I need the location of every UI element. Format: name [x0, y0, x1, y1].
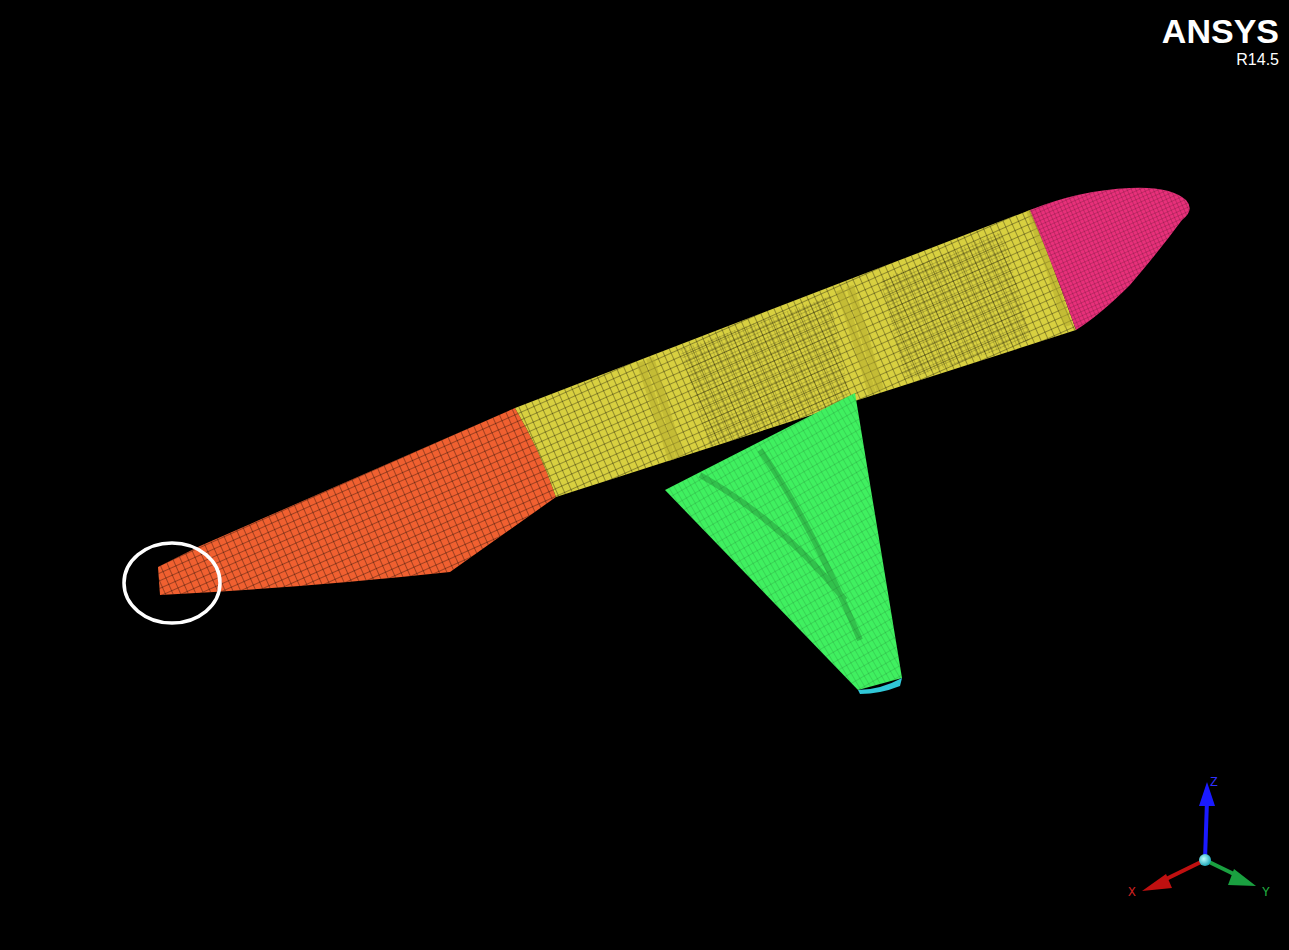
axis-label: X [1128, 886, 1136, 899]
fuselage [158, 188, 1190, 595]
axis-label: Z [1210, 776, 1218, 789]
brand-logo: ANSYS [1162, 14, 1279, 48]
axis-label: Y [1262, 886, 1270, 899]
wing [665, 393, 902, 694]
version-label: R14.5 [1236, 52, 1279, 68]
axis-triad [1142, 782, 1256, 891]
highlight-circle [124, 543, 220, 623]
